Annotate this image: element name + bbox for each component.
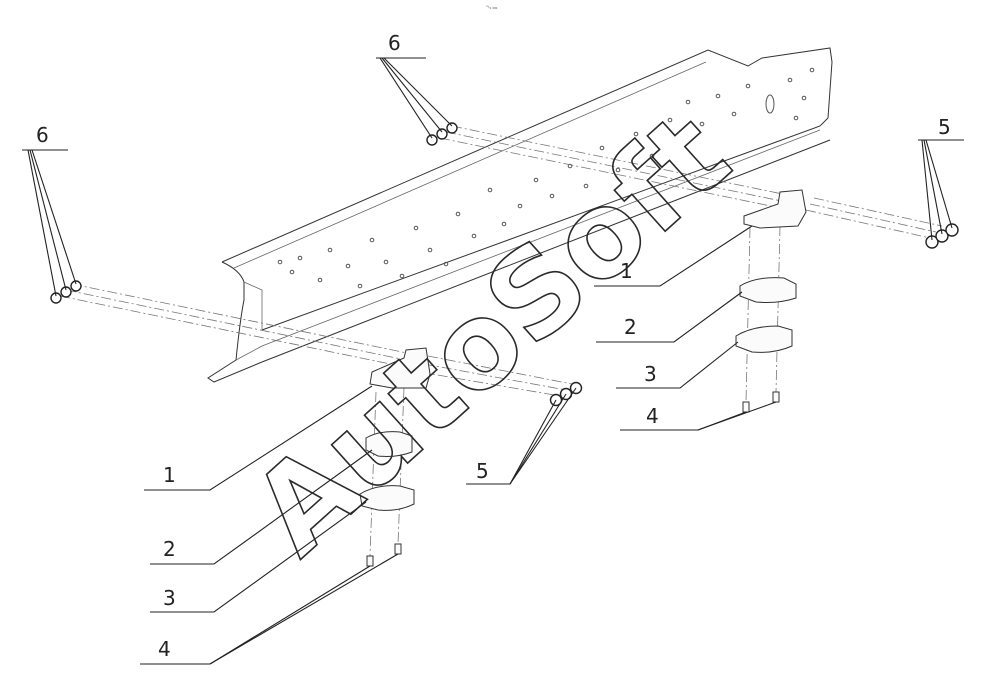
callout-5-mid: 5 (476, 459, 489, 483)
leader-lines (22, 57, 964, 665)
left-bracket-assembly (359, 347, 431, 567)
callout-1-right: 1 (620, 259, 633, 283)
right-bracket-assembly (735, 189, 807, 413)
header-mark: °¹₀ ₀₀₀ (486, 5, 498, 10)
callout-4-right: 4 (646, 404, 659, 428)
callout-6-left: 6 (36, 123, 49, 147)
bolt-group-top (426, 122, 458, 146)
nut-right-1 (742, 401, 750, 413)
pad-left (359, 485, 415, 511)
nut-left-1 (366, 555, 374, 567)
callout-2-left: 2 (163, 537, 176, 561)
bracket-right (743, 189, 807, 229)
rail-holes (277, 67, 815, 289)
watermark-text: AutoSoft (226, 86, 754, 581)
callout-4-left: 4 (158, 637, 171, 661)
callout-3-left: 3 (163, 586, 176, 610)
cushion-right (739, 277, 797, 303)
pad-right (735, 325, 793, 353)
nut-right-2 (772, 391, 780, 403)
bracket-left (369, 347, 431, 389)
bolt-group-left (50, 280, 82, 304)
callout-2-right: 2 (624, 315, 637, 339)
cushion-left (365, 431, 413, 457)
nut-left-2 (394, 543, 402, 555)
callout-5-right: 5 (938, 115, 951, 139)
callout-3-right: 3 (644, 362, 657, 386)
bolt-axes (59, 125, 943, 557)
frame-rail (207, 47, 833, 383)
callout-1-left: 1 (163, 463, 176, 487)
callout-6-top: 6 (388, 31, 401, 55)
callout-labels: 6 6 5 5 1 2 3 4 1 2 3 4 (36, 31, 951, 661)
